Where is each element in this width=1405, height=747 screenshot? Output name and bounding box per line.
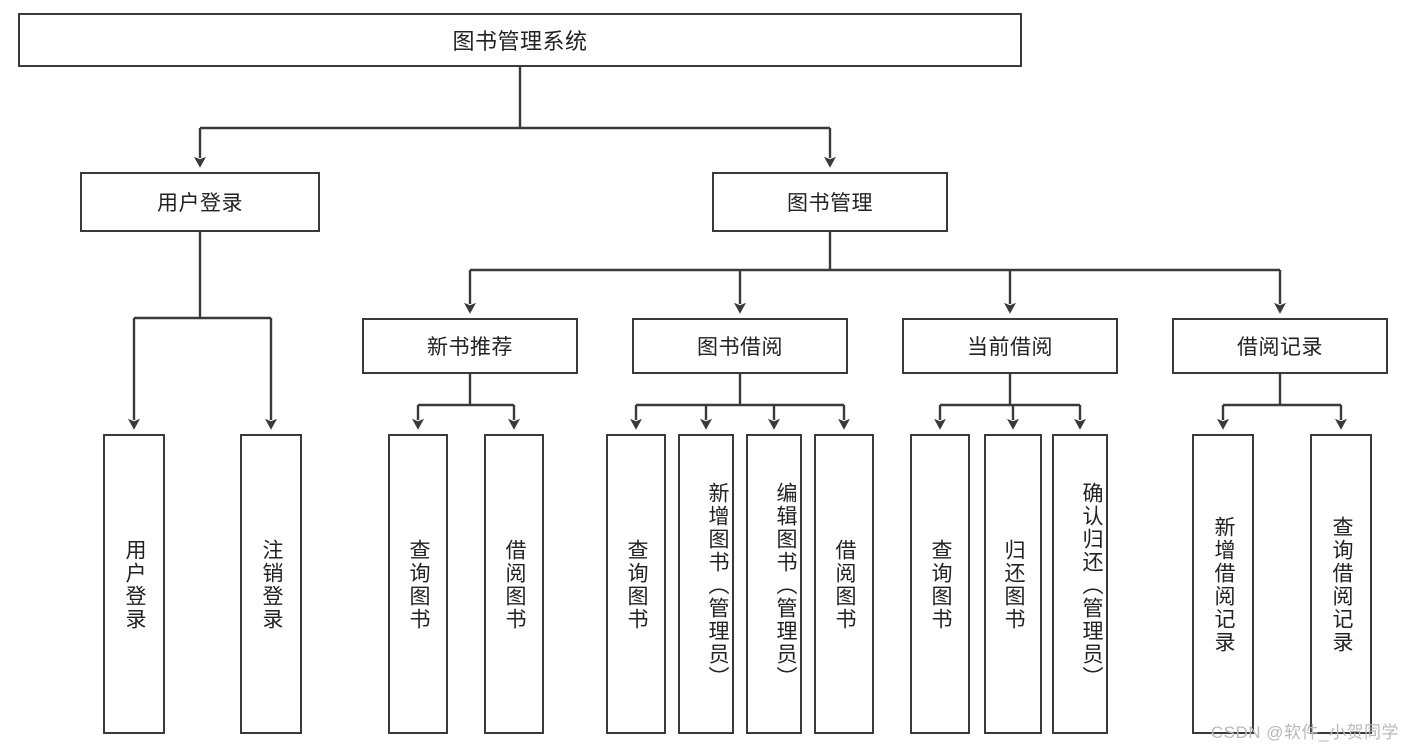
node-user-login[interactable]: 用户登录 [80,172,320,232]
leaf-query-book-newbook[interactable]: 查询图书 [388,434,448,734]
leaf-add-borrow-record-label: 新增借阅记录 [1212,516,1235,654]
node-borrow-record[interactable]: 借阅记录 [1172,318,1388,374]
node-book-management[interactable]: 图书管理 [712,172,948,232]
node-new-book-recommend[interactable]: 新书推荐 [362,318,578,374]
leaf-query-book-borrow[interactable]: 查询图书 [606,434,666,734]
leaf-borrow-book-label: 借阅图书 [833,539,856,631]
leaf-user-login[interactable]: 用户登录 [103,434,165,734]
node-root[interactable]: 图书管理系统 [18,13,1022,67]
watermark: CSDN @软件_小贺同学 [1210,723,1399,742]
leaf-query-book-borrow-label: 查询图书 [625,539,648,631]
leaf-logout[interactable]: 注销登录 [240,434,302,734]
leaf-query-book-current[interactable]: 查询图书 [910,434,970,734]
leaf-edit-book-admin[interactable]: 编辑图书（管理员） [746,434,802,734]
node-new-book-recommend-label: 新书推荐 [427,336,513,359]
node-current-borrow-label: 当前借阅 [967,336,1053,359]
leaf-query-book-current-label: 查询图书 [929,539,952,631]
leaf-query-borrow-record-label: 查询借阅记录 [1330,516,1353,654]
leaf-query-book-newbook-label: 查询图书 [407,539,430,631]
leaf-return-book-label: 归还图书 [1002,539,1025,631]
node-user-login-label: 用户登录 [157,192,243,215]
node-current-borrow[interactable]: 当前借阅 [902,318,1118,374]
leaf-confirm-return-admin-label: 确认归还（管理员） [1080,481,1103,689]
node-book-borrow[interactable]: 图书借阅 [632,318,848,374]
leaf-add-borrow-record[interactable]: 新增借阅记录 [1192,434,1254,734]
node-book-borrow-label: 图书借阅 [697,336,783,359]
node-book-management-label: 图书管理 [787,192,873,215]
leaf-borrow-book-newbook[interactable]: 借阅图书 [484,434,544,734]
node-root-label: 图书管理系统 [452,29,588,54]
leaf-query-borrow-record[interactable]: 查询借阅记录 [1310,434,1372,734]
leaf-user-login-label: 用户登录 [123,539,146,631]
leaf-add-book-admin[interactable]: 新增图书（管理员） [678,434,734,734]
leaf-borrow-book-newbook-label: 借阅图书 [503,539,526,631]
leaf-confirm-return-admin[interactable]: 确认归还（管理员） [1052,434,1108,734]
node-borrow-record-label: 借阅记录 [1237,336,1323,359]
leaf-edit-book-admin-label: 编辑图书（管理员） [774,481,797,689]
leaf-add-book-admin-label: 新增图书（管理员） [706,481,729,689]
leaf-borrow-book[interactable]: 借阅图书 [814,434,874,734]
leaf-return-book[interactable]: 归还图书 [984,434,1042,734]
leaf-logout-label: 注销登录 [260,539,283,631]
